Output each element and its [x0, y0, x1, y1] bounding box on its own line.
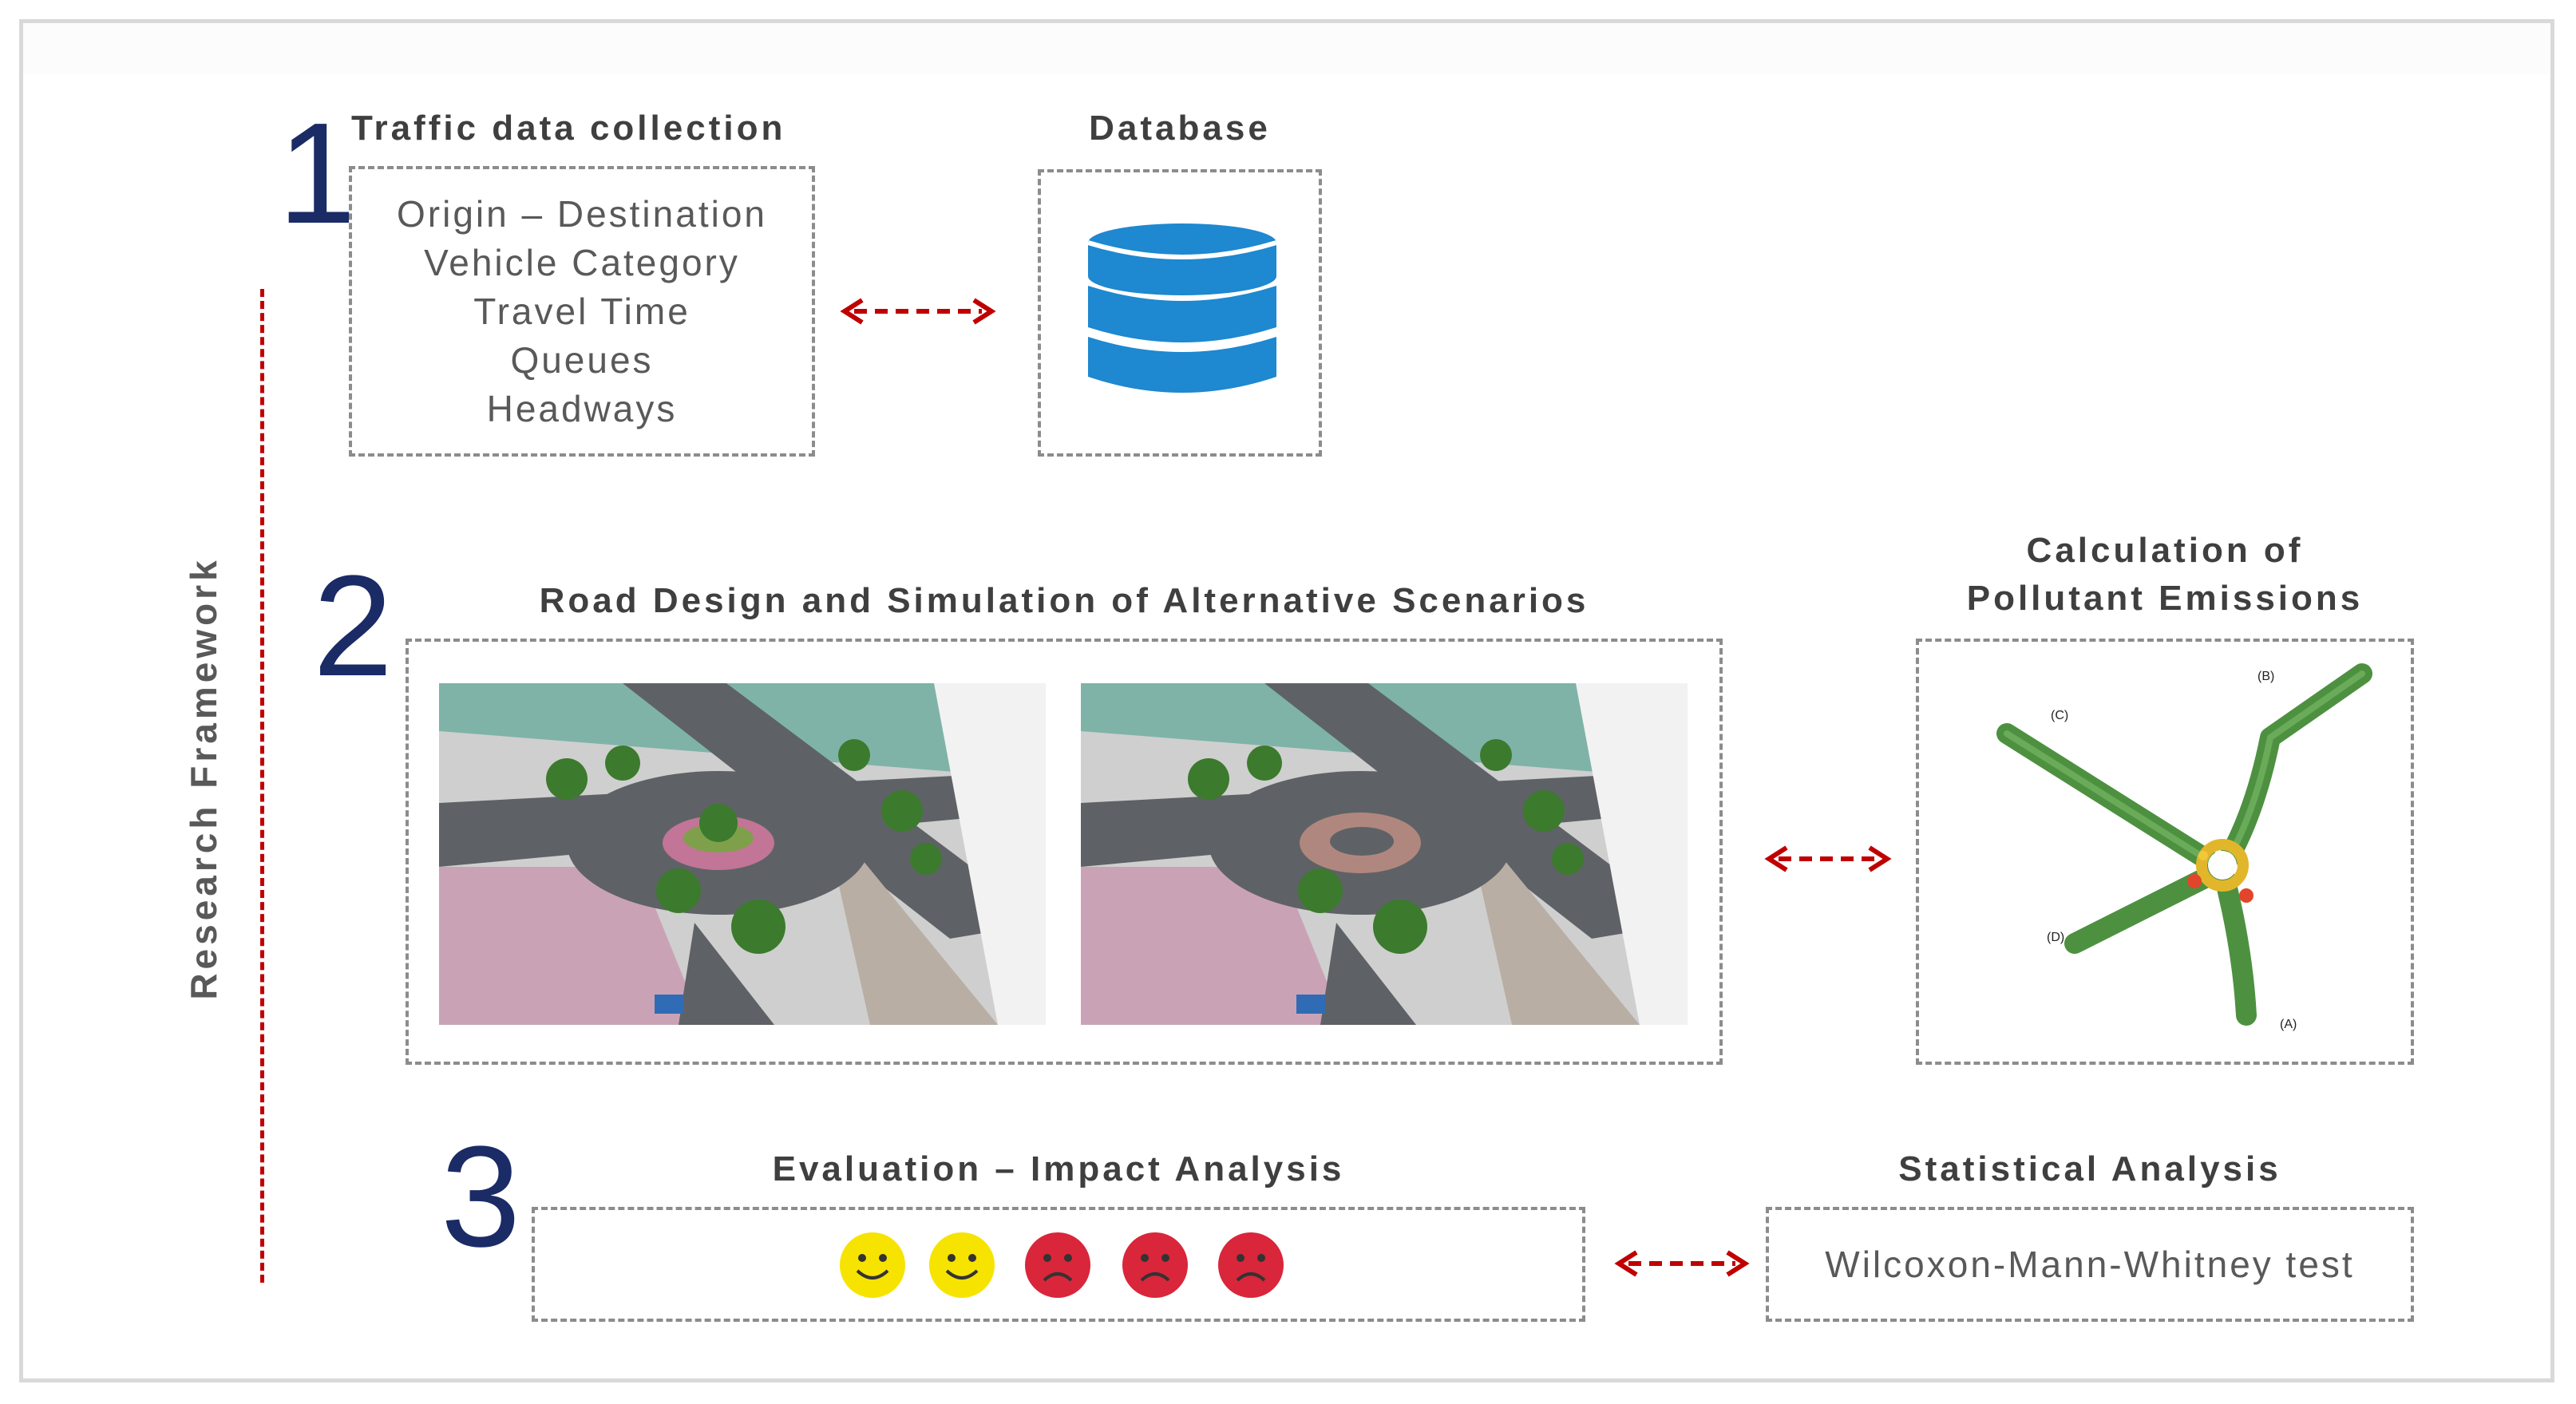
- statistical-box: Wilcoxon-Mann-Whitney test: [1766, 1207, 2414, 1322]
- frame-top-band: [23, 23, 2550, 74]
- emissions-map-box: (C) (B) (D) (A): [1916, 639, 2414, 1065]
- emissions-title-line2: Pollutant Emissions: [1966, 579, 2364, 618]
- step-1-number: 1: [278, 93, 358, 254]
- research-framework-label: Research Framework: [183, 556, 224, 1000]
- database-title: Database: [1089, 109, 1271, 148]
- step-1-title: Traffic data collection: [351, 109, 786, 148]
- step-2-number: 2: [313, 546, 394, 706]
- traffic-item-queues: Queues: [510, 338, 654, 381]
- traffic-data-box: Origin – Destination Vehicle Category Tr…: [349, 166, 815, 457]
- map-label-d: (D): [2047, 931, 2064, 944]
- simulation-box: [406, 639, 1723, 1065]
- step-3-number: 3: [441, 1117, 521, 1277]
- map-label-a: (A): [2280, 1018, 2297, 1031]
- statistical-test-label: Wilcoxon-Mann-Whitney test: [1825, 1244, 2355, 1285]
- sad-face-icon: [1218, 1232, 1284, 1298]
- arrow-evaluation-statistics: [1614, 1250, 1750, 1277]
- database-icon: [1087, 223, 1277, 393]
- evaluation-box: [532, 1207, 1585, 1322]
- happy-face-icon: [840, 1232, 905, 1298]
- roundabout-scenario-1: [439, 683, 1046, 1025]
- arrow-data-database: [840, 298, 996, 325]
- step-2-title: Road Design and Simulation of Alternativ…: [539, 581, 1589, 620]
- traffic-item-headways: Headways: [486, 387, 678, 429]
- statistical-title: Statistical Analysis: [1898, 1149, 2281, 1188]
- emissions-network-map: (C) (B) (D) (A): [1996, 663, 2372, 1031]
- arrow-simulation-emissions: [1764, 845, 1892, 872]
- traffic-item-travel-time: Travel Time: [473, 290, 690, 332]
- traffic-item-origin-destination: Origin – Destination: [397, 192, 767, 235]
- emissions-title-line1: Calculation of: [2026, 531, 2304, 570]
- map-label-c: (C): [2051, 709, 2068, 722]
- happy-face-icon: [929, 1232, 995, 1298]
- traffic-item-vehicle-category: Vehicle Category: [424, 241, 740, 283]
- sad-face-icon: [1025, 1232, 1090, 1298]
- emissions-title: Calculation of Pollutant Emissions: [1916, 527, 2414, 623]
- database-box: [1038, 169, 1322, 457]
- roundabout-scenario-2: [1081, 683, 1688, 1025]
- step-3-title: Evaluation – Impact Analysis: [772, 1149, 1345, 1188]
- sad-face-icon: [1122, 1232, 1188, 1298]
- map-label-b: (B): [2257, 670, 2274, 683]
- framework-dashed-line: [260, 289, 264, 1283]
